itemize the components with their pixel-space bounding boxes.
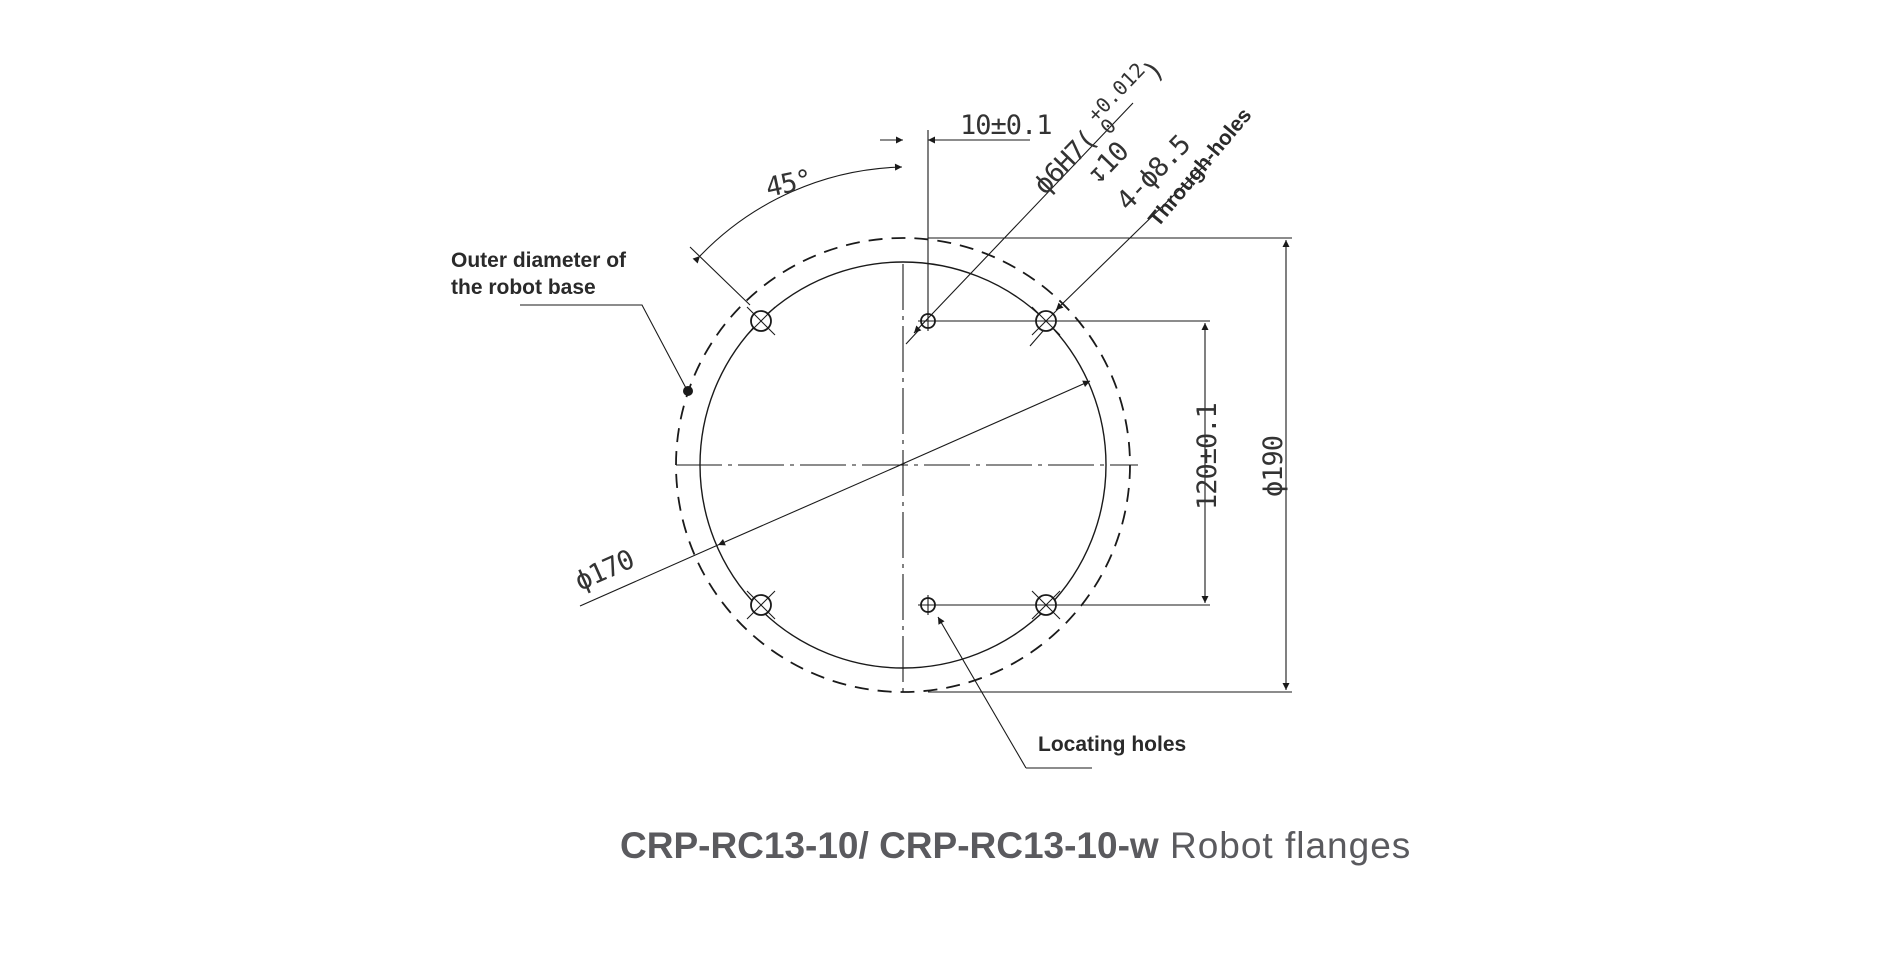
locating-holes-callout: Locating holes: [937, 616, 1186, 769]
outer-diameter-callout-line2: the robot base: [451, 276, 596, 299]
pin-hole-close: ): [1137, 55, 1170, 88]
through-hole: [746, 590, 776, 620]
outer-diameter-label: ϕ190: [1258, 436, 1289, 497]
offset-dimension: 10±0.1: [880, 110, 1053, 314]
through-hole-dimension: 4-ϕ8.5 Through-holes: [1029, 104, 1256, 347]
figure-caption: CRP-RC13-10/ CRP-RC13-10-w Robot flanges: [620, 825, 1411, 867]
caption-description: Robot flanges: [1158, 825, 1412, 866]
locating-holes-label: Locating holes: [1038, 733, 1186, 756]
locating-hole: [918, 595, 938, 615]
angle-dimension: 45°: [689, 163, 903, 306]
spacing-dimension: 120±0.1: [936, 320, 1223, 606]
outer-diameter-dimension: ϕ190: [928, 237, 1292, 693]
outer-diameter-callout: Outer diameter of the robot base: [451, 249, 693, 396]
spacing-label: 120±0.1: [1192, 403, 1223, 510]
pitch-circle-dimension: ϕ170: [570, 380, 1091, 607]
outer-diameter-callout-line1: Outer diameter of: [451, 249, 627, 272]
through-hole: [746, 306, 776, 336]
offset-label: 10±0.1: [960, 110, 1052, 141]
locating-holes-group: [918, 311, 938, 615]
pitch-circle-label: ϕ170: [570, 544, 638, 597]
angle-label: 45°: [763, 164, 814, 204]
caption-model: CRP-RC13-10/ CRP-RC13-10-w: [620, 825, 1159, 866]
